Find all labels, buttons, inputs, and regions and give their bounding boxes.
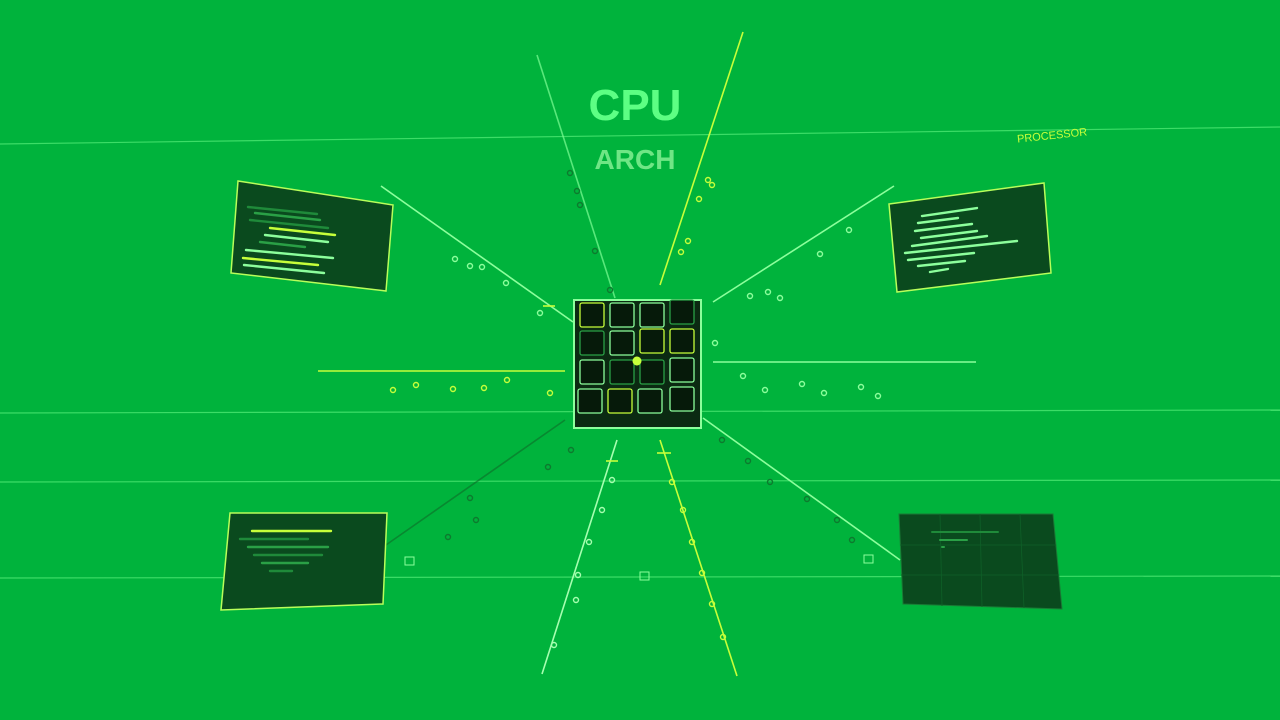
code-panel-icon xyxy=(238,529,333,573)
tick-markers xyxy=(543,305,671,462)
page-subtitle: ARCH xyxy=(595,144,676,175)
signal-nodes xyxy=(389,169,882,649)
code-panel-icon xyxy=(241,205,337,275)
chip-core-indicator xyxy=(632,356,642,366)
radial-spokes xyxy=(318,31,976,677)
panel-grid xyxy=(900,513,1059,609)
page-title: CPU xyxy=(589,81,682,130)
processor-tag: PROCESSOR xyxy=(1017,126,1088,145)
code-panel-icon xyxy=(903,206,1019,274)
cpu-chip-icon xyxy=(573,299,702,429)
square-markers xyxy=(404,554,874,581)
code-panel-bottom-right xyxy=(898,513,1063,610)
code-panel-bottom-left xyxy=(220,512,388,611)
code-panel-top-left xyxy=(230,180,394,292)
chip-cores xyxy=(577,299,695,414)
code-panel-top-right xyxy=(888,182,1052,293)
code-panel-icon xyxy=(931,531,999,548)
